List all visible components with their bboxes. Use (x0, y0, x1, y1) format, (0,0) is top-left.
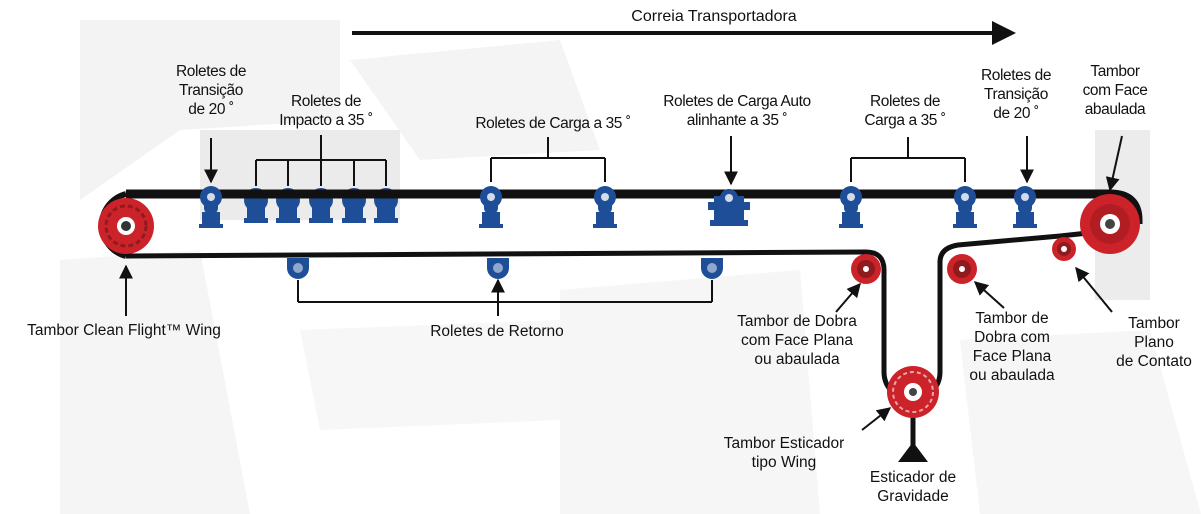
transition-idler-right (1013, 186, 1037, 228)
label-bend-pulley-right: Tambor de Dobra com Face Plana ou abaula… (969, 310, 1055, 384)
label-impact-idlers: Roletes de Impacto a 35 ˚ (279, 93, 373, 129)
label-carry-idlers-2: Roletes de Carga a 35 ˚ (864, 93, 946, 129)
carry-idler-1 (479, 186, 503, 228)
return-idlers (287, 258, 723, 279)
label-snub-pulley: Tambor Plano de Contato (1116, 315, 1192, 370)
self-aligning-idler (708, 189, 750, 226)
label-take-up-pulley: Tambor Esticador tipo Wing (723, 435, 845, 471)
head-pulley (1080, 194, 1140, 254)
carry-idler-3 (839, 186, 863, 228)
snub-pulley (1052, 237, 1076, 261)
label-head-pulley: Tambor com Face abaulada (1082, 63, 1148, 118)
carry-idler-2 (593, 186, 617, 228)
label-self-aligning-idler: Roletes de Carga Auto alinhante a 35 ˚ (663, 93, 811, 129)
take-up-pulley (887, 366, 939, 450)
bend-pulley-left (851, 254, 881, 284)
label-transition-left: Roletes de Transição de 20 ˚ (175, 63, 247, 118)
transition-idler-left (199, 186, 223, 228)
label-carry-idlers-1: Roletes de Carga a 35 ˚ (475, 115, 631, 132)
gravity-weight-icon (898, 442, 928, 462)
label-transition-right: Roletes de Transição de 20 ˚ (980, 67, 1052, 122)
direction-arrow (352, 21, 1016, 45)
tail-pulley (98, 198, 154, 254)
callouts (119, 135, 1123, 431)
diagram-title: Correia Transportadora (631, 8, 797, 25)
label-tail-pulley: Tambor Clean Flight™ Wing (27, 322, 221, 339)
label-return-idlers: Roletes de Retorno (430, 323, 564, 340)
label-bend-pulley-left: Tambor de Dobra com Face Plana ou abaula… (737, 313, 857, 368)
carry-idler-4 (953, 186, 977, 228)
label-gravity-take-up: Esticador de Gravidade (869, 469, 957, 505)
bend-pulley-right (947, 254, 977, 284)
